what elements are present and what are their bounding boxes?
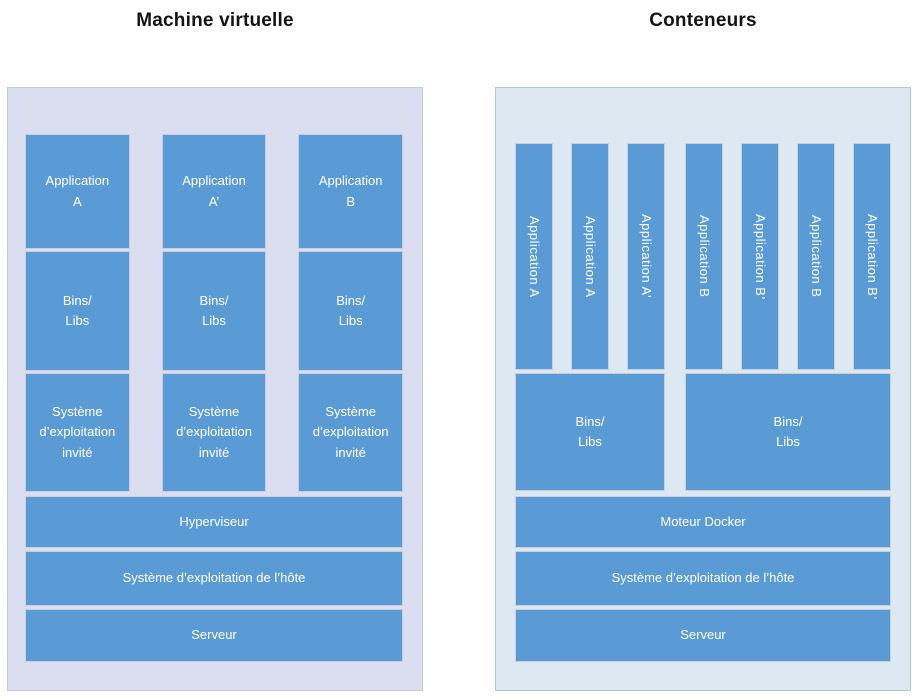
container-app-group-a: Application A Application A Application … [515, 143, 665, 370]
vm-guest-os-box: Système d’exploitation invité [25, 373, 130, 492]
hypervisor-box: Hyperviseur [25, 496, 403, 548]
vm-app-box: Application A’ [161, 134, 267, 249]
container-app-bar: Application A [515, 143, 553, 370]
container-bins-row: Bins/ Libs Bins/ Libs [515, 373, 891, 491]
container-bins-box: Bins/ Libs [685, 373, 891, 491]
container-app-group-b: Application B Application B’ Application… [685, 143, 891, 370]
vm-guest-os-box: Système d’exploitation invité [161, 373, 267, 492]
vm-app-box: Application B [298, 134, 404, 249]
docker-engine-box: Moteur Docker [515, 496, 891, 548]
vm-title: Machine virtuelle [136, 10, 294, 31]
vm-app-box: Application A [25, 134, 130, 249]
ct-server-box: Serveur [515, 609, 891, 662]
containers-title: Conteneurs [649, 10, 757, 31]
container-apps-row: Application A Application A Application … [515, 143, 891, 370]
container-app-bar: Application A [571, 143, 609, 370]
vm-column-3: Application B Bins/ Libs Système d’explo… [298, 134, 404, 492]
vm-bins-box: Bins/ Libs [161, 251, 267, 371]
container-bins-box: Bins/ Libs [515, 373, 665, 491]
vm-panel: Application A Bins/ Libs Système d’explo… [7, 87, 423, 691]
ct-host-os-box: Système d’exploitation de l’hôte [515, 551, 891, 606]
container-app-bar: Application B [797, 143, 835, 370]
container-app-bar: Application B’ [741, 143, 779, 370]
container-app-bar: Application B’ [853, 143, 891, 370]
vm-column-2: Application A’ Bins/ Libs Système d’expl… [161, 134, 267, 492]
container-app-bar: Application A’ [627, 143, 665, 370]
vm-bins-box: Bins/ Libs [25, 251, 130, 371]
vm-guest-os-box: Système d’exploitation invité [298, 373, 404, 492]
vm-bins-box: Bins/ Libs [298, 251, 404, 371]
containers-panel: Application A Application A Application … [495, 87, 911, 691]
vm-columns: Application A Bins/ Libs Système d’explo… [25, 134, 404, 492]
container-app-bar: Application B [685, 143, 723, 370]
vm-host-os-box: Système d’exploitation de l’hôte [25, 551, 403, 606]
vm-column-1: Application A Bins/ Libs Système d’explo… [25, 134, 130, 492]
vm-server-box: Serveur [25, 609, 403, 662]
